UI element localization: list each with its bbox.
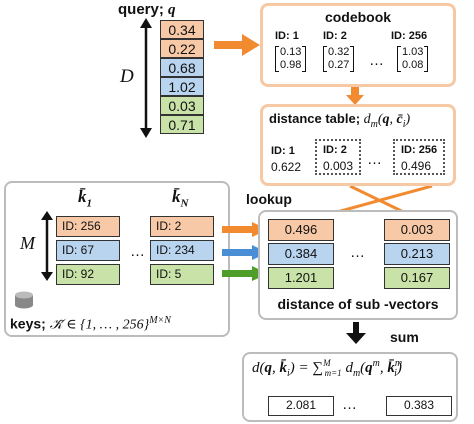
distance-entry-1: ID: 1 0.622 (271, 145, 302, 174)
lookup-label: lookup (246, 191, 292, 207)
sum-label: sum (390, 329, 419, 345)
keys-ellipsis: … (130, 243, 146, 260)
query-dimension-arrow (140, 18, 152, 138)
query-value: 0.71 (160, 115, 204, 134)
lookup-distance-cell: 0.496 (268, 219, 334, 241)
lookup-distance-cell: 0.003 (384, 219, 450, 241)
query-value: 0.22 (160, 39, 204, 58)
lookup-distance-cell: 0.384 (268, 243, 334, 265)
keys-caption: keys; 𝒦̄ ∈ {1, … , 256}M×N (10, 315, 171, 333)
keys-dimension-label: M (20, 233, 35, 253)
distance-entry-256: ID: 256 0.496 (393, 139, 445, 175)
sum-value-1: 2.081 (268, 396, 334, 416)
sum-ellipsis: … (342, 396, 358, 413)
key-id-cell: ID: 5 (150, 264, 214, 285)
codebook-to-distance-arrow (346, 87, 364, 105)
sum-value-n: 0.383 (386, 396, 452, 416)
key-id-cell: ID: 2 (150, 216, 214, 237)
query-value: 0.03 (160, 96, 204, 115)
lookup-distance-cell: 1.201 (268, 267, 334, 289)
lookup-caption: distance of sub -vectors (277, 296, 439, 312)
lookup-distance-cell: 0.213 (384, 243, 450, 265)
key-id-cell: ID: 256 (56, 216, 120, 237)
distance-table-panel: distance table; dm(q, c̄i) ID: 1 0.622 I… (260, 104, 456, 186)
key-id-cell: ID: 92 (56, 264, 120, 285)
lookup-distance-cell: 0.167 (384, 267, 450, 289)
distance-formula: dm(q, c̄i) (363, 112, 411, 130)
sum-formula: d(q, k̄i) = ∑Mm=1 dm(qm, k̄mi) (252, 358, 403, 379)
key-id-cell: ID: 234 (150, 240, 214, 261)
keys-col1-header: k̄1 (78, 187, 92, 210)
distance-entry-2: ID: 2 0.003 (315, 139, 361, 175)
lookup-to-sum-arrow (346, 322, 366, 344)
keys-dimension-arrow (41, 211, 53, 281)
query-value: 0.34 (160, 20, 204, 39)
sum-panel: d(q, k̄i) = ∑Mm=1 dm(qm, k̄mi) 2.081 … 0… (242, 352, 458, 422)
codebook-title: codebook (324, 9, 392, 25)
distance-table-title: distance table; dm(q, c̄i) (269, 111, 411, 130)
query-label: query; q (118, 1, 176, 18)
database-icon (15, 291, 33, 309)
query-value: 1.02 (160, 77, 204, 96)
query-dimension-label: D (120, 66, 134, 87)
query-to-codebook-arrow (214, 34, 260, 56)
lookup-ellipsis: … (350, 244, 366, 261)
codebook-ellipsis: … (369, 52, 385, 69)
query-value: 0.68 (160, 58, 204, 77)
keys-colN-header: k̄N (172, 187, 189, 210)
key-id-cell: ID: 67 (56, 240, 120, 261)
distance-ellipsis: … (367, 151, 383, 168)
